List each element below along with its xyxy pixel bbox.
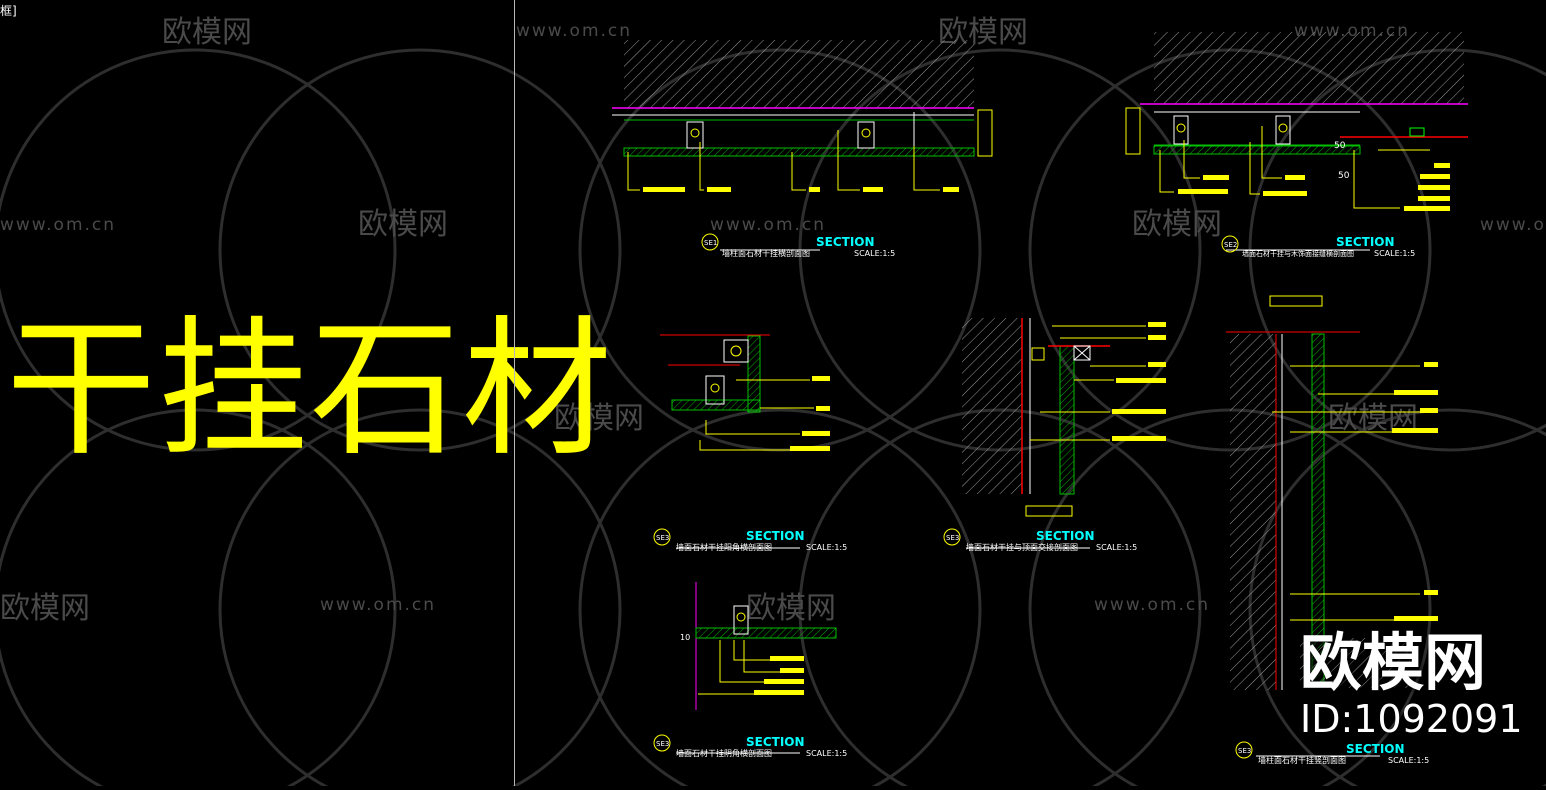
- detail-label-se1: SE1 SECTION 墙柱面石材干挂横剖面图 SCALE:1:5: [701, 233, 895, 258]
- wm-brand: 欧模网: [746, 591, 836, 626]
- detail-scale: SCALE:1:5: [854, 249, 895, 258]
- section-heading: SECTION: [746, 735, 805, 749]
- wm-brand: 欧模网: [554, 401, 644, 436]
- detail-scale: SCALE:1:5: [1096, 543, 1137, 552]
- detail-caption: 墙柱面石材干挂横剖面图: [722, 248, 810, 258]
- detail-caption: 墙面石材干挂阴角横剖面图: [676, 748, 772, 758]
- viewport-corner-label: 框]: [0, 4, 17, 18]
- brand-id-label: ID:1092091: [1300, 697, 1523, 741]
- detail-tag: SE3: [656, 534, 669, 542]
- detail-scale: SCALE:1:5: [806, 543, 847, 552]
- dim-10: 10: [680, 633, 690, 642]
- section-heading: SECTION: [1346, 742, 1405, 756]
- detail-se3-outer-corner-drawing[interactable]: [660, 334, 830, 549]
- dim-50-a: 50: [1334, 141, 1346, 151]
- detail-scale: SCALE:1:5: [1374, 249, 1415, 258]
- detail-se3-ceiling-junction-drawing[interactable]: [962, 318, 1166, 549]
- section-heading: SECTION: [816, 235, 875, 249]
- detail-se3-inner-corner-drawing[interactable]: 10: [676, 582, 837, 754]
- drawing-title: 干挂石材: [6, 303, 615, 477]
- detail-label-se3-c: SE3 SECTION 墙面石材干挂阴角横剖面图 SCALE:1:5: [653, 734, 847, 758]
- detail-tag: SE2: [1224, 241, 1237, 249]
- detail-caption: 墙面石材干挂阳角横剖面图: [676, 542, 772, 552]
- detail-se1-drawing[interactable]: [612, 40, 993, 251]
- wm-url: www.om.cn: [516, 21, 632, 41]
- detail-labels: SE1 SECTION 墙柱面石材干挂横剖面图 SCALE:1:5 SE2 SE…: [653, 233, 1429, 765]
- section-heading: SECTION: [1336, 235, 1395, 249]
- dim-50-b: 50: [1338, 171, 1350, 181]
- wm-url: www.om.cn: [0, 215, 116, 235]
- detail-caption: 墙面石材干挂与木饰面接缝横剖面图: [1242, 249, 1354, 258]
- detail-tag: SE3: [946, 534, 959, 542]
- detail-tag: SE1: [704, 239, 717, 247]
- detail-label-se3-a: SE3 SECTION 墙面石材干挂阳角横剖面图 SCALE:1:5: [653, 528, 847, 552]
- wm-brand: 欧模网: [358, 207, 448, 242]
- wm-brand: 欧模网: [0, 591, 90, 626]
- detail-se3-vertical-drawing[interactable]: [1226, 295, 1438, 757]
- detail-scale: SCALE:1:5: [1388, 756, 1429, 765]
- section-heading: SECTION: [746, 529, 805, 543]
- brand-watermark: 欧模网: [1300, 626, 1487, 699]
- detail-tag: SE3: [1238, 747, 1251, 755]
- detail-tag: SE3: [656, 740, 669, 748]
- watermark-text: 欧模网 欧模网 欧模网 欧模网 欧模网 欧模网 欧模网 欧模网 www.om.c…: [0, 15, 1546, 626]
- viewport-divider: [514, 0, 515, 786]
- detail-se2-drawing[interactable]: 50 50: [1125, 32, 1468, 251]
- wm-brand: 欧模网: [162, 15, 252, 50]
- detail-label-se2: SE2 SECTION 墙面石材干挂与木饰面接缝横剖面图 SCALE:1:5: [1221, 235, 1415, 258]
- detail-label-se3-d: SE3 SECTION 墙柱面石材干挂竖剖面图 SCALE:1:5: [1235, 741, 1429, 765]
- wm-brand: 欧模网: [1132, 207, 1222, 242]
- wm-url: www.om.cn: [320, 595, 436, 615]
- detail-label-se3-b: SE3 SECTION 墙面石材干挂与顶面交接剖面图 SCALE:1:5: [943, 528, 1137, 552]
- detail-scale: SCALE:1:5: [806, 749, 847, 758]
- detail-caption: 墙面石材干挂与顶面交接剖面图: [966, 542, 1078, 552]
- wm-url: www.om.cn: [710, 215, 826, 235]
- wm-url: www.om.cn: [1094, 595, 1210, 615]
- detail-caption: 墙柱面石材干挂竖剖面图: [1258, 755, 1346, 765]
- section-heading: SECTION: [1036, 529, 1095, 543]
- wm-url: www.om.cn: [1480, 215, 1546, 235]
